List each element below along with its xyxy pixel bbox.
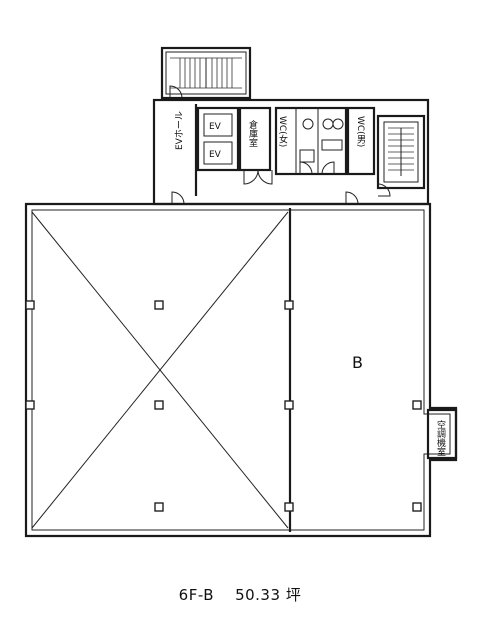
ev-label-1: EV [209, 122, 222, 132]
service-room [426, 408, 458, 460]
ev-hall-label: EVホール [174, 111, 185, 150]
wc-women-label: WC(女) [277, 116, 288, 147]
office-floor [24, 202, 458, 538]
ev-label-2: EV [209, 150, 222, 160]
area-unit: 坪 [285, 586, 302, 604]
unavailable-cross-b [31, 211, 289, 529]
storage-label: 倉庫室 [247, 119, 258, 147]
floor-id: 6F-B [178, 586, 214, 604]
unit-label: B [352, 353, 363, 372]
floor-area: 50.33 [235, 586, 281, 604]
structural-columns [25, 300, 422, 512]
wc-men-label: WC(男) [355, 116, 366, 147]
core-area [152, 98, 430, 206]
top-stair-tower [160, 46, 252, 100]
floor-caption: 6F-B 50.33 坪 [0, 584, 480, 605]
service-room-label: 空調機室 [435, 419, 446, 456]
